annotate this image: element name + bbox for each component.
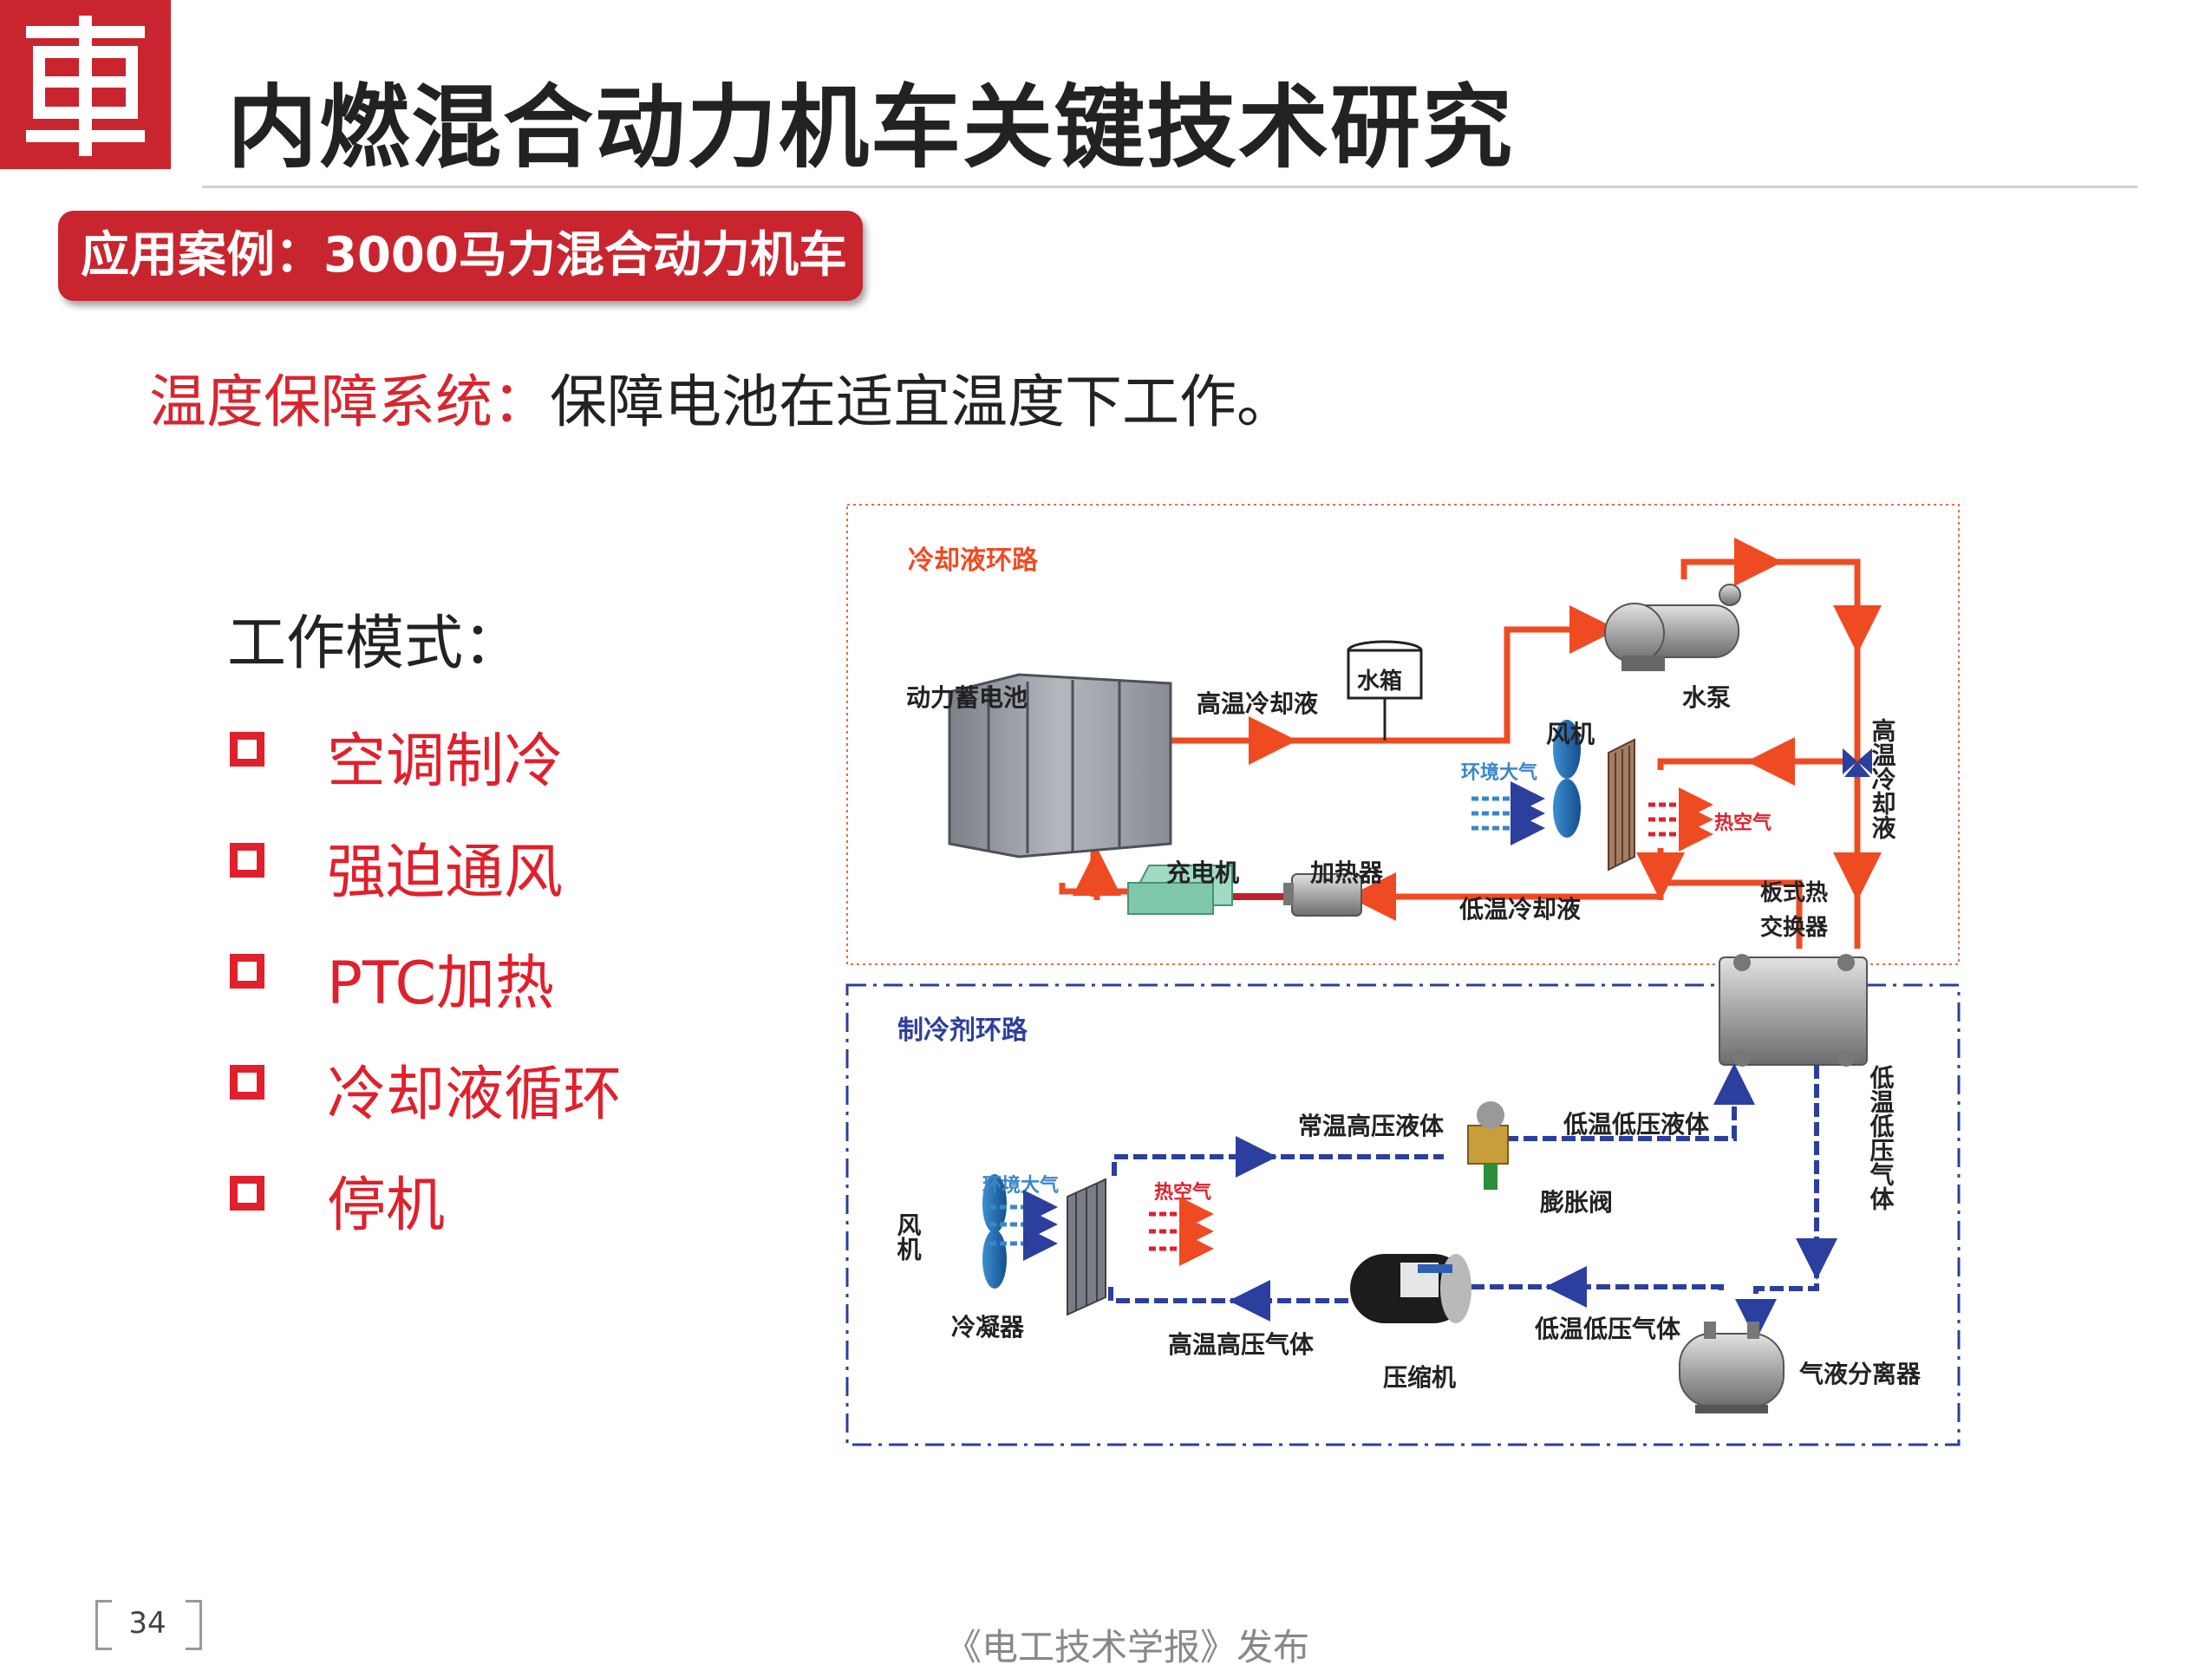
logo-icon bbox=[26, 16, 145, 156]
plate-hx-label-1: 板式热 bbox=[1760, 880, 1828, 906]
refrigerant-loop-frame bbox=[845, 983, 1961, 1446]
svg-text:动力蓄电池: 动力蓄电池 bbox=[906, 683, 1028, 712]
heater-label: 加热器 bbox=[1310, 858, 1384, 887]
plate-hx-label-2: 交换器 bbox=[1760, 914, 1829, 941]
checkbox-icon bbox=[230, 1065, 264, 1100]
bottom-fan-label: 风机 bbox=[894, 1212, 923, 1262]
three-way-valve-icon bbox=[1843, 748, 1872, 777]
tank-label: 水箱 bbox=[1357, 668, 1402, 695]
mode-label: PTC加热 bbox=[327, 950, 555, 1018]
mode-label: 停机 bbox=[327, 1172, 446, 1240]
charger-label: 充电机 bbox=[1166, 858, 1239, 887]
separator-label: 气液分离器 bbox=[1798, 1360, 1922, 1388]
refrigerant-pipes bbox=[1108, 1063, 1837, 1341]
publisher-note: 《电工技术学报》发布 bbox=[945, 1626, 1310, 1668]
subtitle-highlight: 温度保障系统： bbox=[149, 369, 550, 435]
battery-cabinet-icon bbox=[948, 673, 1172, 858]
checkbox-icon bbox=[230, 954, 264, 989]
hot-coolant-vertical-label: 高温冷却液 bbox=[1869, 718, 1897, 839]
mode-label: 空调制冷 bbox=[327, 728, 564, 796]
cold-coolant-label: 低温冷却液 bbox=[1458, 895, 1581, 924]
subtitle: 温度保障系统：保障电池在适宜温度下工作。 bbox=[149, 356, 1294, 439]
pump-label: 水泵 bbox=[1682, 683, 1731, 712]
condenser-icon bbox=[1067, 1178, 1106, 1316]
checkbox-icon bbox=[230, 1176, 264, 1211]
page-bracket-left bbox=[95, 1600, 112, 1650]
plate-heat-exchanger-icon bbox=[1719, 954, 1868, 1067]
page-bracket-right bbox=[186, 1600, 202, 1650]
company-logo bbox=[0, 0, 171, 169]
mode-label: 冷却液循环 bbox=[327, 1061, 623, 1129]
top-fan-label: 风机 bbox=[1546, 720, 1595, 748]
title-divider bbox=[202, 186, 2137, 188]
radiator-icon bbox=[1608, 738, 1635, 871]
page-number: 34 bbox=[128, 1606, 166, 1641]
refrigerant-loop-title: 制冷剂环路 bbox=[897, 1015, 1028, 1046]
page-title: 内燃混合动力机车关键技术研究 bbox=[227, 75, 1515, 180]
ambient-air-arrows bbox=[989, 1190, 1058, 1261]
hot-hp-gas-label: 高温高压气体 bbox=[1168, 1330, 1315, 1359]
ambient-air-top-label: 环境大气 bbox=[1461, 761, 1537, 784]
mode-label: 强迫通风 bbox=[327, 839, 564, 907]
expansion-valve-label: 膨胀阀 bbox=[1539, 1188, 1613, 1217]
fan-icon bbox=[1553, 720, 1581, 838]
compressor-icon bbox=[1350, 1254, 1471, 1323]
checkbox-icon bbox=[230, 732, 264, 767]
hot-air-arrows bbox=[1149, 1197, 1214, 1266]
cold-lp-gas-label: 低温低压气体 bbox=[1534, 1315, 1681, 1343]
cold-lp-gas-vertical-label: 低温低压气体 bbox=[1867, 1065, 1896, 1211]
water-pump-icon bbox=[1604, 584, 1741, 671]
gas-liquid-separator-icon bbox=[1679, 1322, 1785, 1413]
subtitle-text: 保障电池在适宜温度下工作。 bbox=[550, 369, 1294, 435]
coolant-loop-title: 冷却液环路 bbox=[908, 545, 1039, 576]
compressor-label: 压缩机 bbox=[1383, 1363, 1456, 1392]
checkbox-icon bbox=[230, 843, 264, 878]
normal-hp-liquid-label: 常温高压液体 bbox=[1298, 1112, 1445, 1140]
hot-air-top-label: 热空气 bbox=[1714, 812, 1772, 834]
charger-icon bbox=[1126, 865, 1233, 915]
ambient-air-bottom-label: 环境大气 bbox=[982, 1174, 1059, 1197]
cold-lp-liquid-label: 低温低压液体 bbox=[1563, 1110, 1710, 1139]
condenser-label: 冷凝器 bbox=[951, 1313, 1025, 1341]
water-tank-icon bbox=[1347, 640, 1423, 741]
case-banner: 应用案例：3000马力混合动力机车 bbox=[58, 211, 863, 301]
ambient-air-arrows bbox=[1471, 781, 1545, 845]
expansion-valve-icon bbox=[1467, 1101, 1509, 1190]
hot-air-arrows bbox=[1648, 787, 1713, 852]
battery-label: 动力蓄电池 bbox=[906, 683, 1028, 712]
heater-icon bbox=[1283, 873, 1362, 917]
modes-heading: 工作模式： bbox=[227, 610, 523, 678]
thermal-system-diagram: 冷却液环路 制冷剂环路 动力蓄电池 bbox=[845, 504, 1961, 1446]
coolant-loop-frame bbox=[846, 504, 1960, 965]
hot-air-bottom-label: 热空气 bbox=[1154, 1181, 1211, 1204]
hot-coolant-label: 高温冷却液 bbox=[1197, 689, 1318, 718]
